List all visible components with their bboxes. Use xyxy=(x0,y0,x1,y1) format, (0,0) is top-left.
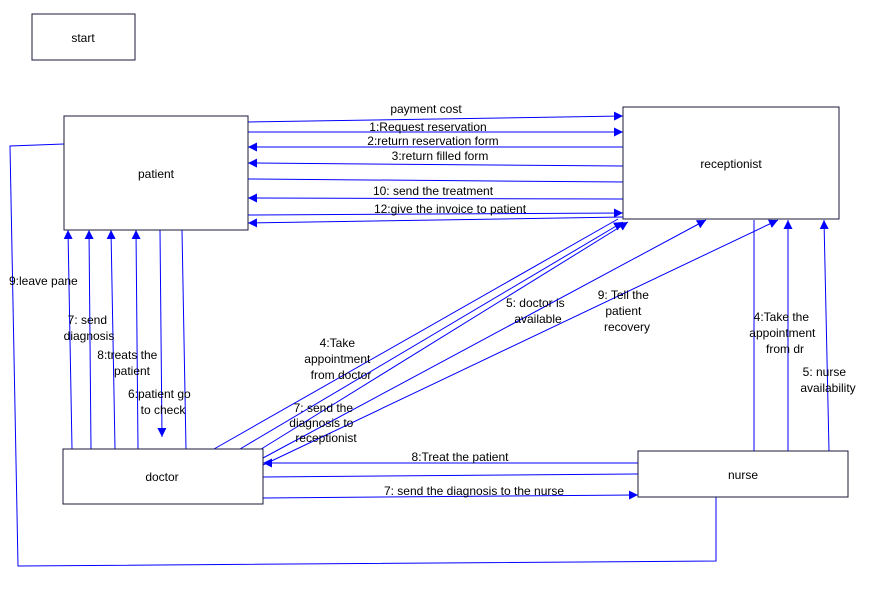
receptionist-label: receptionist xyxy=(700,157,762,171)
flow-doctor-patient-4 xyxy=(131,229,141,450)
label-request-reservation: 1:Request reservation xyxy=(369,120,486,134)
label-take-appointment-dr: 4:Take the appointment from dr xyxy=(749,310,818,356)
label-take-appointment-dr-line-3: from dr xyxy=(766,342,804,356)
label-treats-patient-line-1: 8:treats the xyxy=(97,348,157,362)
receptionist-node: receptionist xyxy=(622,106,840,220)
label-send-diagnosis-line-1: 7: send xyxy=(68,313,107,327)
label-take-appointment-doctor-line-1: 4:Take xyxy=(320,336,356,350)
flow-nurse-availability xyxy=(819,219,830,452)
connectors xyxy=(9,111,830,567)
label-send-diagnosis-nurse: 7: send the diagnosis to the nurse xyxy=(384,484,564,498)
label-doctor-available-line-2: available xyxy=(514,312,562,326)
flow-patient-receptionist-plain xyxy=(247,178,626,183)
flow-payment-cost xyxy=(247,111,624,123)
patient-node: patient xyxy=(63,115,249,231)
label-send-diagnosis-receptionist-line-3: receptionist xyxy=(295,431,357,445)
flow-patient-receptionist-lower xyxy=(247,208,624,218)
start-node: start xyxy=(31,13,136,61)
flow-doctor-receptionist-plain xyxy=(213,218,619,450)
label-take-appointment-dr-line-2: appointment xyxy=(749,326,816,340)
flow-take-appointment-doctor xyxy=(239,221,624,450)
flow-send-diagnosis-receptionist xyxy=(262,219,707,459)
label-send-diagnosis-receptionist-line-2: diagnosis to xyxy=(289,416,353,430)
label-patient-go-check-line-2: to check xyxy=(141,403,187,417)
patient-label: patient xyxy=(138,167,175,181)
label-take-appointment-doctor: 4:Take appointment from doctor xyxy=(304,336,373,382)
flow-tell-recovery xyxy=(262,219,779,466)
start-label: start xyxy=(71,31,95,45)
label-send-diagnosis-line-2: diagnosis xyxy=(64,329,115,343)
label-tell-recovery-line-1: 9: Tell the xyxy=(598,288,649,302)
label-tell-recovery-line-3: recovery xyxy=(604,320,650,334)
label-payment-cost: payment cost xyxy=(390,102,462,116)
label-treats-patient: 8:treats the patient xyxy=(97,348,160,378)
flow-return-filled-form xyxy=(247,158,624,168)
flow-patient-go-check xyxy=(157,229,167,438)
doctor-label: doctor xyxy=(145,470,178,484)
nurse-node: nurse xyxy=(637,450,849,498)
label-tell-recovery-line-2: patient xyxy=(605,304,642,318)
flow-leave-pane xyxy=(9,143,717,567)
label-patient-go-check: 6:patient go to check xyxy=(128,387,194,417)
label-doctor-available: 5: doctor is available xyxy=(506,296,568,326)
label-send-treatment: 10: send the treatment xyxy=(373,184,494,198)
label-send-diagnosis-receptionist-line-1: 7: send the xyxy=(294,401,354,415)
flow-doctor-nurse-plain xyxy=(262,473,639,478)
label-tell-recovery: 9: Tell the patient recovery xyxy=(598,288,653,334)
label-nurse-availability-line-1: 5: nurse xyxy=(803,365,847,379)
label-leave-pane: 9:leave pane xyxy=(9,274,78,288)
label-give-invoice: 12:give the invoice to patient xyxy=(374,202,527,216)
label-nurse-availability: 5: nurse availability xyxy=(800,365,855,395)
flow-patient-doctor-plain xyxy=(181,229,187,450)
doctor-node: doctor xyxy=(62,448,264,505)
label-patient-go-check-line-1: 6:patient go xyxy=(128,387,191,401)
label-take-appointment-doctor-line-2: appointment xyxy=(304,352,371,366)
flow-doctor-patient-1 xyxy=(63,229,73,450)
flow-send-diagnosis xyxy=(84,229,94,450)
label-treats-patient-line-2: patient xyxy=(114,364,151,378)
message-labels: payment cost 1:Request reservation 2:ret… xyxy=(9,102,856,498)
label-nurse-availability-line-2: availability xyxy=(800,381,855,395)
flow-treats-patient xyxy=(106,229,116,450)
label-return-reservation-form: 2:return reservation form xyxy=(367,134,498,148)
flow-doctor-receptionist-3 xyxy=(257,221,629,452)
flow-give-invoice xyxy=(247,216,624,228)
flow-send-diagnosis-nurse xyxy=(262,490,639,500)
label-take-appointment-dr-line-1: 4:Take the xyxy=(754,310,810,324)
nurse-label: nurse xyxy=(728,468,758,482)
label-treat-patient: 8:Treat the patient xyxy=(412,450,510,464)
label-return-filled-form: 3:return filled form xyxy=(392,149,489,163)
label-doctor-available-line-1: 5: doctor is xyxy=(506,296,565,310)
label-take-appointment-doctor-line-3: from doctor xyxy=(311,368,372,382)
label-send-diagnosis: 7: send diagnosis xyxy=(64,313,115,343)
label-send-diagnosis-receptionist: 7: send the diagnosis to receptionist xyxy=(289,401,357,445)
flow-send-treatment xyxy=(247,193,624,203)
